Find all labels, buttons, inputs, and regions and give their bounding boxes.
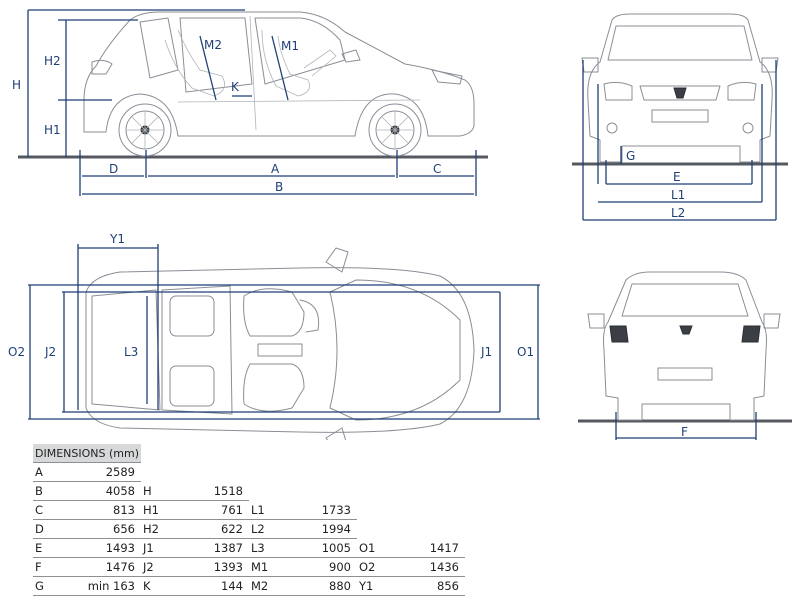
table-header-row: DIMENSIONS (mm) bbox=[33, 444, 465, 463]
front-headlight-left bbox=[603, 81, 633, 101]
label-H: H bbox=[12, 78, 21, 92]
car-views: H H2 H1 M2 M1 K D A C B G E L1 bbox=[8, 9, 792, 440]
label-O1: O1 bbox=[517, 345, 534, 359]
rear-seat-left bbox=[169, 295, 215, 337]
label-Y1: Y1 bbox=[109, 232, 125, 246]
front-seat-outline bbox=[261, 29, 311, 97]
label-M1: M1 bbox=[281, 39, 299, 53]
rear-quarter-window bbox=[139, 17, 179, 79]
label-A: A bbox=[271, 162, 280, 176]
centre-console bbox=[257, 343, 303, 357]
door-split-line bbox=[249, 15, 257, 131]
rear-view: F bbox=[578, 271, 792, 440]
front-body-outline bbox=[587, 13, 773, 163]
front-seat-right bbox=[243, 363, 305, 412]
fog-light-right bbox=[742, 122, 754, 134]
label-J2: J2 bbox=[44, 345, 56, 359]
top-steering-wheel bbox=[299, 299, 320, 333]
top-body-outline bbox=[85, 267, 475, 433]
rear-light-right bbox=[741, 325, 761, 343]
door-belt-line bbox=[177, 99, 421, 103]
label-D: D bbox=[109, 162, 118, 176]
rear-mirror-left bbox=[587, 313, 605, 329]
side-mirror bbox=[341, 49, 361, 63]
top-view: Y1 O2 J2 L3 J1 O1 bbox=[8, 232, 540, 440]
front-plate bbox=[651, 109, 709, 123]
rear-body-outline bbox=[603, 271, 767, 421]
rear-seat-outline bbox=[164, 29, 226, 97]
label-B: B bbox=[275, 180, 283, 194]
rear-plate bbox=[657, 367, 713, 381]
side-front-wheel bbox=[368, 103, 422, 157]
label-L1: L1 bbox=[671, 188, 685, 202]
dim-line-M1 bbox=[271, 35, 289, 101]
label-C: C bbox=[433, 162, 441, 176]
front-view: G E L1 L2 bbox=[572, 13, 788, 221]
side-headlight bbox=[431, 69, 463, 85]
label-E: E bbox=[673, 170, 681, 184]
label-H1: H1 bbox=[44, 123, 61, 137]
rear-logo bbox=[679, 325, 693, 335]
label-G: G bbox=[626, 149, 635, 163]
front-seat-left bbox=[243, 288, 305, 337]
rear-bench bbox=[161, 285, 233, 415]
windscreen bbox=[607, 25, 753, 61]
rear-window bbox=[621, 283, 749, 317]
label-J1: J1 bbox=[480, 345, 492, 359]
front-headlight-right bbox=[727, 81, 757, 101]
side-body-outline bbox=[83, 11, 475, 137]
side-rear-light bbox=[91, 59, 113, 75]
label-K: K bbox=[231, 80, 240, 94]
label-O2: O2 bbox=[8, 345, 25, 359]
label-L2: L2 bbox=[671, 206, 685, 220]
fog-light-left bbox=[606, 122, 618, 134]
label-H2: H2 bbox=[44, 54, 61, 68]
label-F: F bbox=[681, 425, 688, 439]
side-rear-wheel bbox=[118, 103, 172, 157]
rear-mirror-right bbox=[763, 313, 781, 329]
front-mirror-left bbox=[581, 57, 599, 73]
bonnet bbox=[329, 279, 461, 421]
label-M2: M2 bbox=[204, 38, 222, 52]
top-mirror-left bbox=[325, 247, 349, 273]
label-L3: L3 bbox=[124, 345, 138, 359]
front-logo bbox=[673, 87, 687, 99]
rear-seat-right bbox=[169, 365, 215, 407]
table-title: DIMENSIONS (mm) bbox=[33, 444, 141, 463]
top-mirror-right bbox=[325, 427, 347, 440]
steering-wheel bbox=[303, 49, 337, 77]
rear-door-window bbox=[179, 17, 253, 93]
rear-light-left bbox=[609, 325, 629, 343]
side-view: H H2 H1 M2 M1 K D A C B bbox=[12, 9, 488, 196]
dim-line-M2 bbox=[199, 35, 217, 101]
front-grille bbox=[639, 85, 721, 101]
